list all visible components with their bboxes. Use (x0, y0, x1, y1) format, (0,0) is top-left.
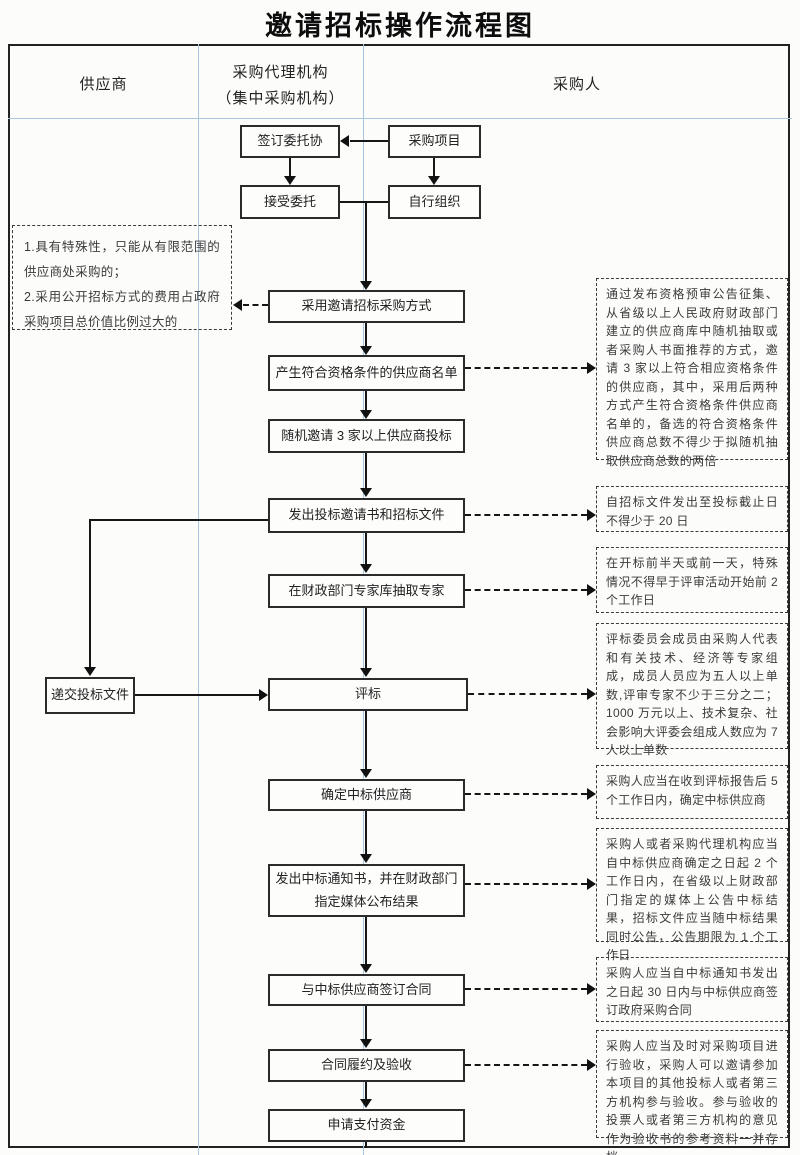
dashed-experts-to-note3 (465, 589, 587, 591)
flow-box-accept-delegation: 接受委托 (240, 185, 340, 219)
arrowhead-down-experts (360, 564, 372, 573)
dashed-winner-to-note5 (465, 793, 587, 795)
note-committee-composition: 评标委员会成员由采购人代表和有关技术、经济等专家组成，成员人员应为五人以上单数,… (596, 623, 788, 757)
flow-box-sign-delegation: 签订委托协 (240, 125, 340, 158)
dashed-evaluate-to-note4 (468, 693, 587, 695)
connector-payment-to-frame (365, 1142, 367, 1148)
note-special-conditions-item2: 2.采用公开招标方式的费用占政府采购项目总价值比例过大的 (24, 290, 220, 329)
flow-box-procurement-project: 采购项目 (388, 125, 481, 158)
note-acceptance-inspection: 采购人应当及时对采购项目进行验收，采购人可以邀请参加本项目的其他投标人或者第三方… (596, 1030, 788, 1155)
note-5-working-days: 采购人应当在收到评标报告后 5 个工作日内，确定中标供应商 (596, 765, 788, 819)
lane-header-agency-line2: （集中采购机构） (216, 90, 345, 107)
connector-submit-to-evaluate (135, 694, 259, 696)
connector-issue-to-experts (365, 533, 367, 565)
arrowhead-down-list (360, 346, 372, 355)
note-special-conditions: 1.具有特殊性，只能从有限范围的供应商处采购的； 2.采用公开招标方式的费用占政… (12, 225, 232, 330)
lane-header-agency-line1: 采购代理机构 (232, 64, 329, 81)
note-20-days: 自招标文件发出至投标截止日不得少于 20 日 (596, 486, 788, 532)
connector-invite-to-issue (365, 453, 367, 489)
connector-project-to-self (433, 158, 435, 178)
note-special-conditions-item1: 1.具有特殊性，只能从有限范围的供应商处采购的； (24, 240, 220, 279)
page-title: 邀请招标操作流程图 (265, 11, 535, 41)
arrowhead-right-note4 (587, 688, 596, 700)
flow-box-sign-contract: 与中标供应商签订合同 (268, 974, 465, 1006)
dashed-notice-to-note6 (465, 883, 587, 885)
arrowhead-down-submit-bid (84, 667, 96, 676)
flow-box-evaluate: 评标 (268, 678, 468, 711)
lane-divider-1 (198, 44, 199, 1155)
flow-box-generate-list: 产生符合资格条件的供应商名单 (268, 355, 465, 391)
dashed-acceptance-to-note8 (465, 1064, 587, 1066)
flow-box-request-payment: 申请支付资金 (268, 1109, 465, 1142)
flow-box-determine-winner: 确定中标供应商 (268, 779, 465, 811)
note-qualification-collection: 通过发布资格预审公告征集、从省级以上人民政府财政部门建立的供应商库中随机抽取或者… (596, 278, 788, 468)
flow-box-submit-bid: 递交投标文件 (45, 677, 135, 714)
arrowhead-right-note1 (587, 362, 596, 374)
lane-header-purchaser: 采购人 (552, 76, 601, 93)
connector-evaluate-to-winner (365, 711, 367, 770)
connector-list-to-invite (365, 391, 367, 411)
connector-adopt-to-list (365, 323, 367, 348)
flow-box-issue-notice: 发出中标通知书，并在财政部门指定媒体公布结果 (268, 864, 465, 917)
arrowhead-down-adopt (360, 281, 372, 290)
header-divider (8, 118, 792, 119)
arrowhead-down-accept (284, 176, 296, 185)
arrowhead-right-note5 (587, 788, 596, 800)
note-result-announcement: 采购人或者采购代理机构应当自中标供应商确定之日起 2 个工作日内，在省级以上财政… (596, 828, 788, 962)
arrowhead-down-self (428, 176, 440, 185)
lane-header-supplier: 供应商 (79, 76, 128, 93)
flow-box-draw-experts: 在财政部门专家库抽取专家 (268, 574, 465, 608)
chart-frame (8, 44, 790, 1148)
dashed-issue-to-note2 (465, 514, 587, 516)
arrowhead-down-payment (360, 1099, 372, 1108)
connector-issue-to-left (90, 519, 268, 521)
flow-box-adopt-method: 采用邀请招标采购方式 (268, 290, 465, 323)
connector-contract-to-acceptance (365, 1006, 367, 1040)
connector-winner-to-notice (365, 811, 367, 855)
arrowhead-down-invite (360, 410, 372, 419)
connector-notice-to-contract (365, 917, 367, 965)
flow-box-contract-acceptance: 合同履约及验收 (268, 1049, 465, 1082)
flow-box-issue-invitation: 发出投标邀请书和招标文件 (268, 498, 465, 533)
arrowhead-right-note2 (587, 509, 596, 521)
arrowhead-right-note7 (587, 983, 596, 995)
connector-to-adopt-method (365, 201, 367, 282)
connector-experts-to-evaluate (365, 608, 367, 669)
dashed-contract-to-note7 (465, 988, 587, 990)
note-30-days-contract: 采购人应当自中标通知书发出之日起 30 日内与中标供应商签订政府采购合同 (596, 957, 788, 1022)
arrowhead-right-note8 (587, 1059, 596, 1071)
connector-acceptance-to-payment (365, 1082, 367, 1100)
arrowhead-down-acceptance (360, 1039, 372, 1048)
connector-sign-to-accept (289, 158, 291, 178)
arrowhead-right-note3 (587, 584, 596, 596)
arrowhead-down-issue (360, 488, 372, 497)
arrowhead-down-notice (360, 854, 372, 863)
arrowhead-right-note6 (587, 878, 596, 890)
lane-header-agency: 采购代理机构 （集中采购机构） (198, 60, 363, 112)
connector-left-down (89, 519, 91, 669)
note-expert-timing: 在开标前半天或前一天，特殊情况不得早于评审活动开始前 2 个工作日 (596, 547, 788, 613)
arrowhead-left-leftnote (233, 299, 242, 311)
arrowhead-down-evaluate (360, 668, 372, 677)
flow-box-self-organize: 自行组织 (388, 185, 481, 219)
arrowhead-down-winner (360, 769, 372, 778)
flow-box-random-invite: 随机邀请 3 家以上供应商投标 (268, 419, 465, 453)
connector-accept-self (340, 201, 388, 203)
arrowhead-right-evaluate (259, 689, 268, 701)
arrowhead-down-contract (360, 964, 372, 973)
connector-project-to-sign (350, 140, 388, 142)
arrowhead-left-sign (340, 135, 349, 147)
dashed-adopt-to-leftnote (243, 304, 268, 306)
dashed-list-to-note1 (465, 367, 587, 369)
